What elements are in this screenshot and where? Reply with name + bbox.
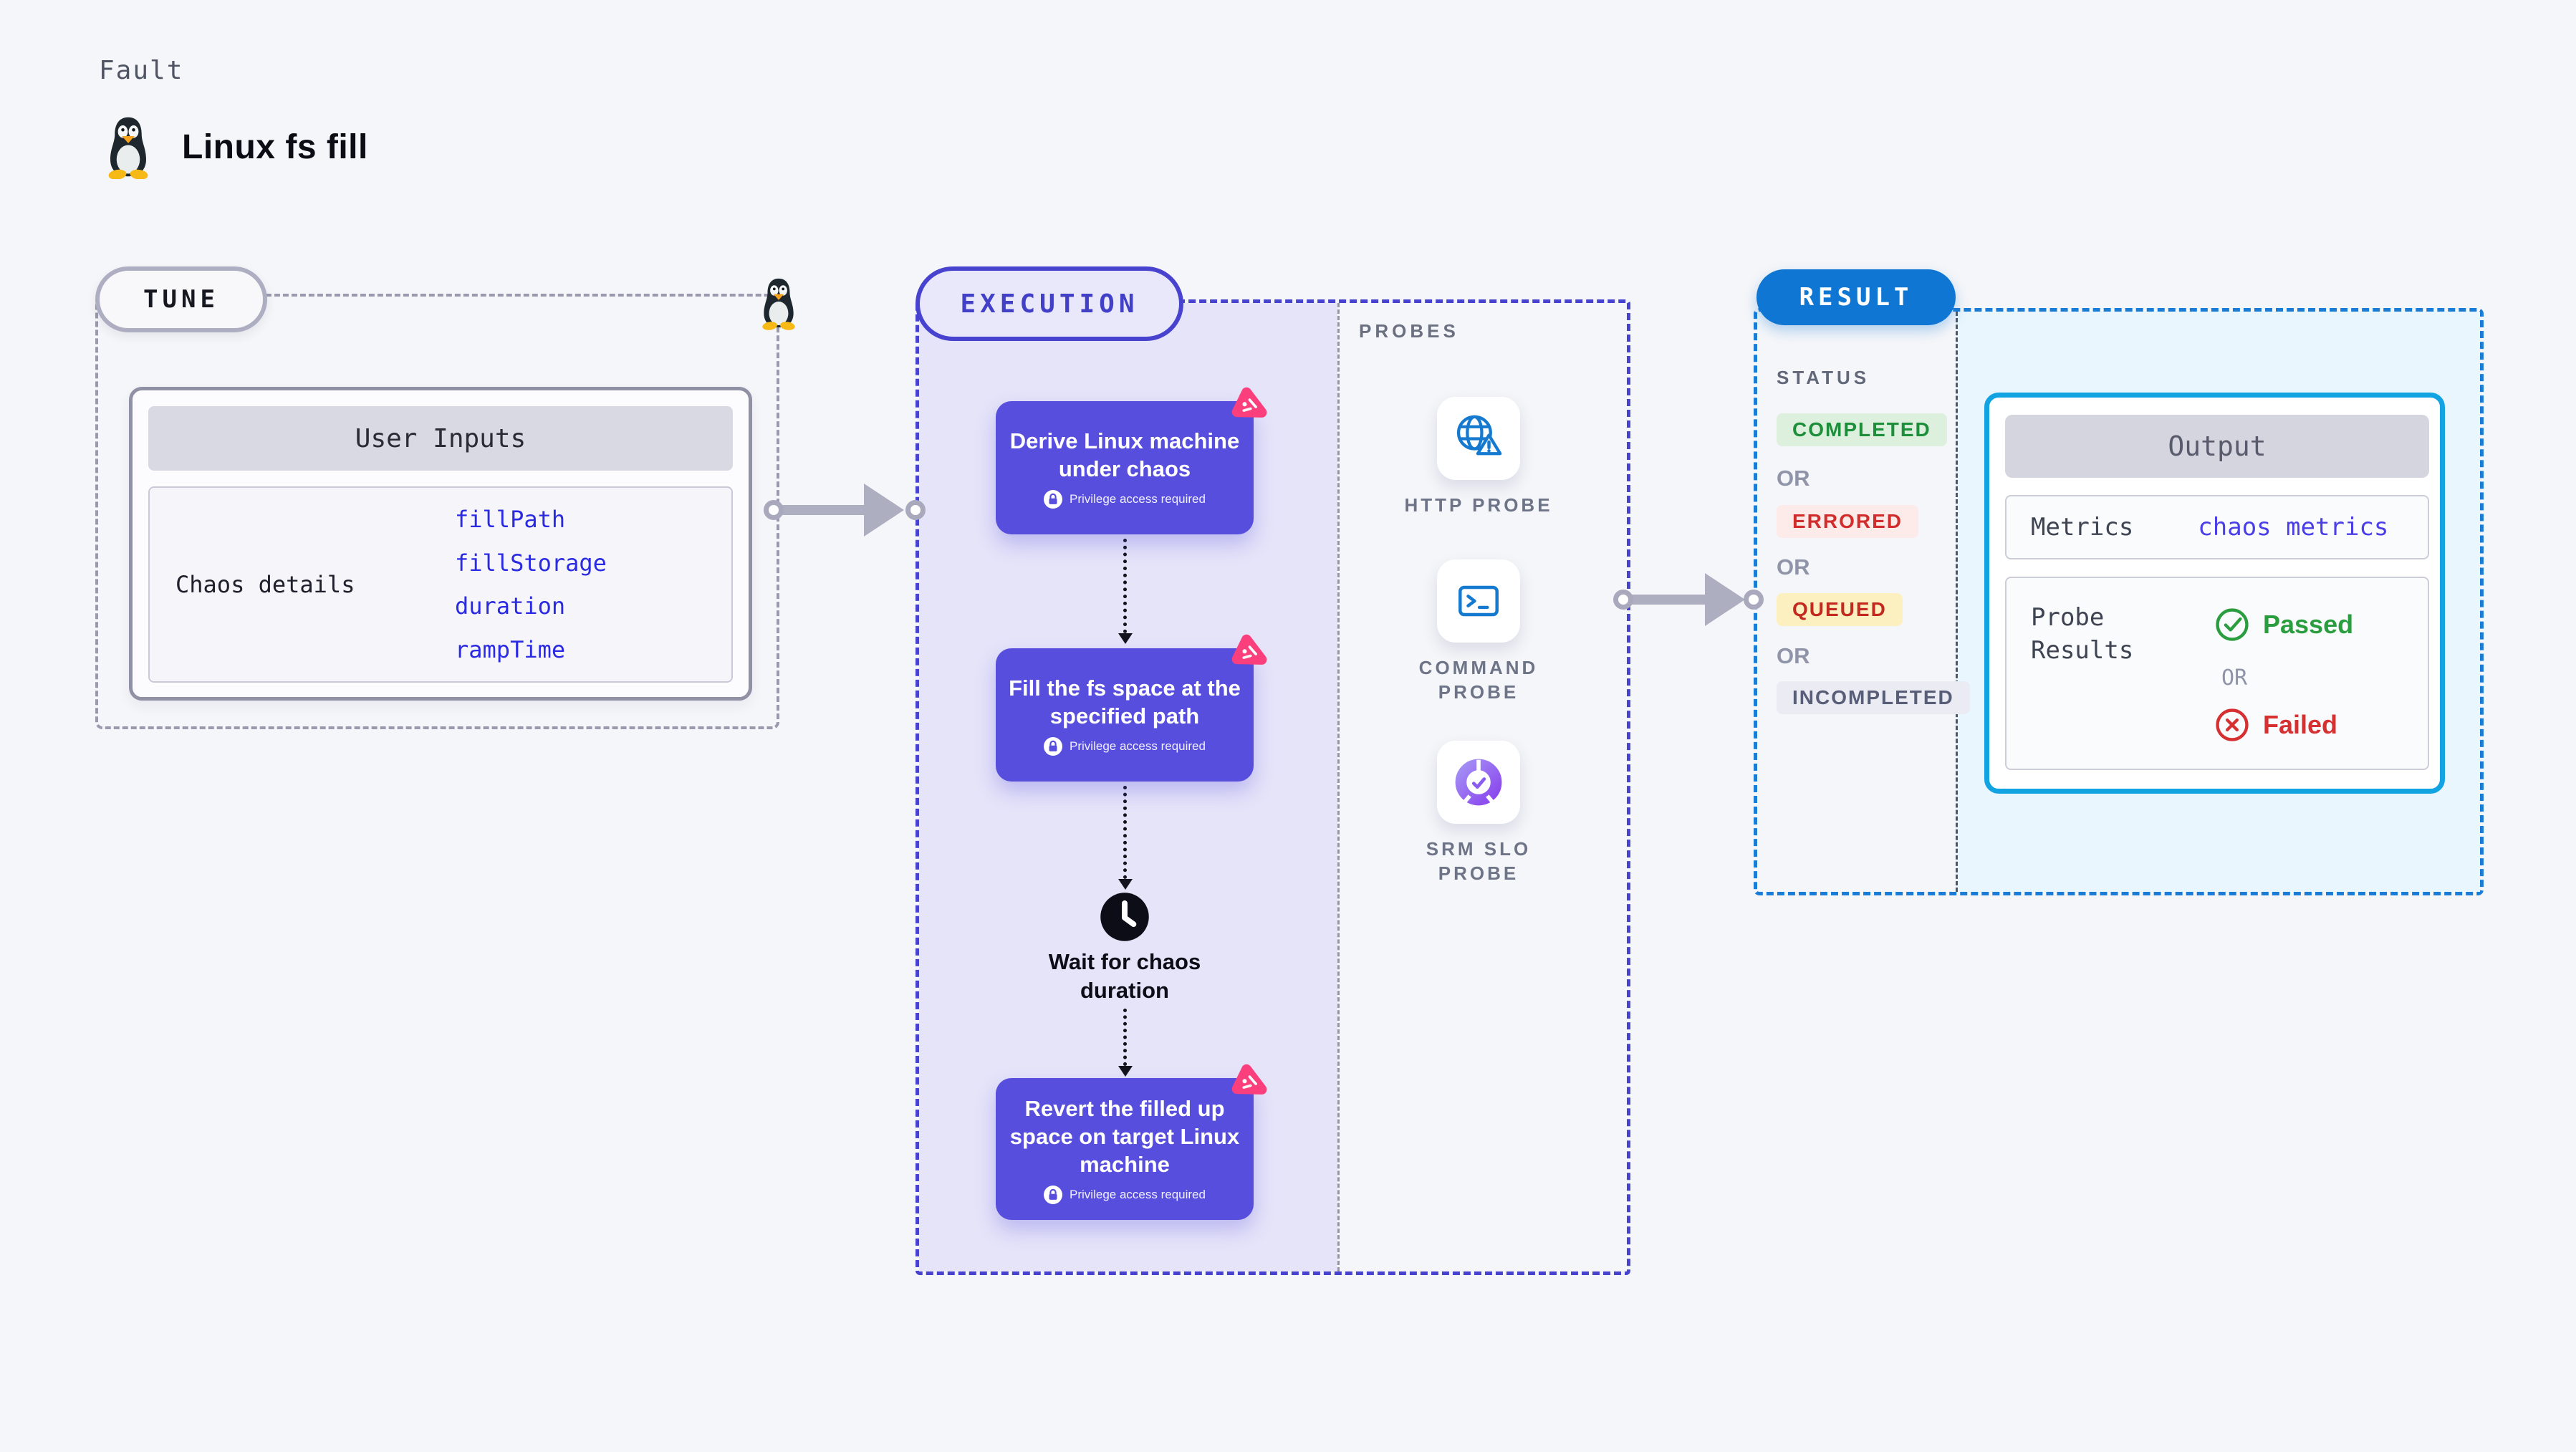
privilege-label: Privilege access required: [1070, 1187, 1206, 1201]
terminal-icon: [1458, 585, 1499, 617]
status-heading: STATUS: [1777, 367, 1870, 388]
status-badge-incompleted: INCOMPLETED: [1777, 681, 1970, 714]
status-badge-completed: COMPLETED: [1777, 413, 1947, 446]
chaos-metrics-link[interactable]: chaos metrics: [2198, 513, 2389, 542]
status-badge-errored: ERRORED: [1777, 505, 1919, 538]
input-duration: duration: [455, 592, 566, 620]
arrowhead-icon: [864, 484, 904, 537]
step-fill-fs-space: Fill the fs space at the specified path …: [996, 648, 1254, 782]
probe-card-srm-slo: [1437, 741, 1520, 824]
x-circle-icon: [2216, 708, 2249, 741]
privilege-badge: Privilege access required: [1044, 737, 1206, 756]
privilege-label: Privilege access required: [1070, 739, 1206, 753]
globe-warning-icon: [1456, 415, 1502, 456]
step-derive-machine: Derive Linux machine under chaos Privile…: [996, 401, 1254, 534]
flow-arrow-probes-result: [1629, 595, 1706, 605]
output-card: Output Metrics chaos metrics Probe Resul…: [1984, 393, 2445, 794]
tune-pill: TUNE: [95, 266, 267, 332]
execution-pill: EXECUTION: [915, 266, 1183, 341]
arrow-down-icon: [1118, 633, 1133, 644]
chaos-fault-icon: [1226, 1060, 1270, 1105]
probes-lane-label: PROBES: [1359, 320, 1459, 342]
page-title: Linux fs fill: [182, 128, 368, 166]
slo-donut-check-icon: [1455, 759, 1502, 807]
privilege-badge: Privilege access required: [1044, 1185, 1206, 1204]
step-title: Fill the fs space at the specified path: [1009, 675, 1241, 729]
probe-label-command: COMMAND PROBE: [1418, 657, 1539, 703]
flow-arrow-tune-execution: [779, 505, 865, 515]
input-fillstorage: fillStorage: [455, 549, 607, 577]
probe-label-http: HTTP PROBE: [1404, 494, 1553, 516]
passed-result: Passed: [2214, 607, 2353, 643]
probes-lane: [1337, 303, 1627, 1271]
or-label: OR: [1777, 466, 1810, 491]
arrowhead-icon: [1705, 573, 1745, 626]
probe-card-command: [1437, 559, 1520, 643]
step-title: Derive Linux machine under chaos: [1009, 428, 1240, 481]
probe-label-srm-slo: SRM SLO PROBE: [1426, 838, 1532, 884]
arrow-down-icon: [1118, 1066, 1133, 1077]
chaos-details-table: Chaos details fillPath fillStorage durat…: [148, 486, 733, 683]
probe-results-row: Probe Results Passed OR Failed: [2005, 577, 2429, 770]
step-revert-space: Revert the filled up space on target Lin…: [996, 1078, 1254, 1220]
result-pill: RESULT: [1756, 269, 1956, 325]
or-label: OR: [1777, 554, 1810, 580]
or-label: OR: [2221, 665, 2248, 691]
arrow-down-icon: [1118, 879, 1133, 890]
probe-card-http: [1437, 397, 1520, 480]
failed-result: Failed: [2214, 707, 2337, 743]
or-label: OR: [1777, 643, 1810, 668]
passed-label: Passed: [2263, 610, 2354, 639]
input-fillpath: fillPath: [455, 506, 566, 534]
lock-icon: [1044, 737, 1063, 756]
tux-icon-small: [761, 278, 796, 332]
privilege-label: Privilege access required: [1070, 492, 1206, 506]
page-header: Linux fs fill: [100, 115, 368, 179]
lock-icon: [1044, 1185, 1063, 1204]
chaos-fault-icon: [1226, 630, 1270, 675]
user-inputs-header: User Inputs: [148, 406, 733, 471]
step-connector: [1123, 539, 1127, 633]
check-circle-icon: [2216, 608, 2249, 641]
connector-node: [1613, 590, 1633, 610]
tux-icon: [107, 117, 149, 179]
clock-icon: [1100, 893, 1149, 941]
fault-kicker: Fault: [99, 56, 184, 85]
user-inputs-card: User Inputs Chaos details fillPath fillS…: [129, 387, 752, 701]
probe-results-label: Probe Results: [2031, 603, 2134, 665]
metrics-label: Metrics: [2031, 513, 2134, 542]
step-connector: [1123, 786, 1127, 879]
metrics-row: Metrics chaos metrics: [2005, 495, 2429, 559]
failed-label: Failed: [2263, 710, 2338, 739]
connector-node: [1744, 590, 1764, 610]
chaos-inputs-list: fillPath fillStorage duration rampTime: [455, 488, 731, 681]
connector-node: [905, 500, 926, 520]
lock-icon: [1044, 490, 1063, 509]
privilege-badge: Privilege access required: [1044, 490, 1206, 509]
step-connector: [1123, 1009, 1127, 1066]
status-badge-queued: QUEUED: [1777, 593, 1903, 626]
output-header: Output: [2005, 415, 2429, 478]
wait-duration-label: Wait for chaos duration: [1048, 949, 1201, 1003]
step-title: Revert the filled up space on target Lin…: [1009, 1095, 1240, 1177]
chaos-fault-icon: [1226, 383, 1270, 428]
input-ramptime: rampTime: [455, 635, 566, 663]
chaos-details-label: Chaos details: [176, 571, 355, 598]
connector-node: [764, 500, 784, 520]
